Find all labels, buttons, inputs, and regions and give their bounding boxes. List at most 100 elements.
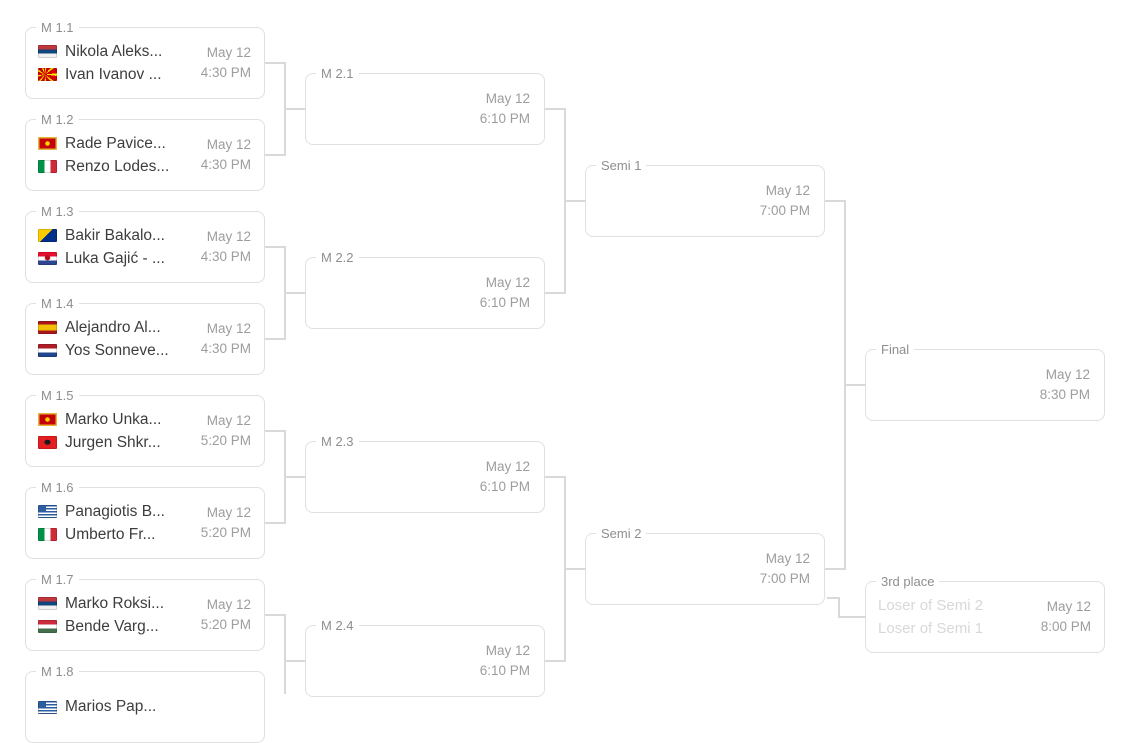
player-row: Jurgen Shkr... [38, 434, 161, 452]
match-card-m2-2[interactable]: M 2.2 May 12 6:10 PM [305, 249, 545, 329]
match-time: 5:20 PM [200, 525, 251, 540]
match-date: May 12 [206, 412, 251, 428]
match-card-m1-7[interactable]: M 1.7 Marko Roksi... Bende Varg... May 1… [25, 571, 265, 651]
match-time: 8:00 PM [1040, 619, 1091, 634]
players-list: Panagiotis B... Umberto Fr... [38, 503, 165, 544]
match-datetime: May 12 6:10 PM [480, 273, 530, 314]
match-time: 5:20 PM [200, 433, 251, 448]
players-list: Marko Unka... Jurgen Shkr... [38, 411, 161, 452]
match-date: May 12 [206, 136, 251, 152]
flag-spain-icon [38, 321, 57, 334]
player-row: Alejandro Al... [38, 319, 169, 337]
player-row: Bakir Bakalo... [38, 227, 165, 245]
placeholder-slot: Loser of Semi 2 [878, 597, 983, 615]
match-datetime: May 12 4:30 PM [201, 319, 251, 360]
match-time: 7:00 PM [759, 571, 810, 586]
match-time: 6:10 PM [479, 111, 530, 126]
player-row: Marios Pap... [38, 698, 156, 716]
match-datetime: May 12 5:20 PM [201, 503, 251, 544]
match-time: 5:20 PM [200, 617, 251, 632]
match-id-label: M 2.2 [316, 249, 359, 266]
players-list: Rade Pavice... Renzo Lodes... [38, 135, 169, 176]
match-date: May 12 [1046, 598, 1091, 614]
players-list: Nikola Aleks... Ivan Ivanov ... [38, 43, 162, 84]
player-row: Umberto Fr... [38, 526, 165, 544]
match-id-label: 3rd place [876, 573, 940, 590]
match-card-3rd-place[interactable]: 3rd place Loser of Semi 2 Loser of Semi … [865, 573, 1105, 653]
player-name: Marko Unka... [65, 410, 162, 428]
match-card-m1-4[interactable]: M 1.4 Alejandro Al... Yos Sonneve... May… [25, 295, 265, 375]
match-time: 4:30 PM [200, 341, 251, 356]
player-name: Alejandro Al... [65, 318, 161, 336]
match-card-m1-5[interactable]: M 1.5 Marko Unka... Jurgen Shkr... May 1… [25, 387, 265, 467]
flag-greece-icon [38, 700, 57, 714]
player-row: Renzo Lodes... [38, 158, 169, 176]
match-card-m1-1[interactable]: M 1.1 Nikola Aleks... Ivan Ivanov ... Ma… [25, 19, 265, 99]
flag-hungary-icon [38, 620, 57, 633]
flag-bosnia-herzegovina-icon [38, 229, 57, 242]
players-list: Marko Roksi... Bende Varg... [38, 595, 164, 636]
flag-netherlands-icon [38, 344, 57, 357]
match-card-m2-4[interactable]: M 2.4 May 12 6:10 PM [305, 617, 545, 697]
player-name: Luka Gajić - ... [65, 249, 165, 267]
player-name: Yos Sonneve... [65, 341, 169, 359]
player-name: Bakir Bakalo... [65, 226, 165, 244]
match-card-final[interactable]: Final May 12 8:30 PM [865, 341, 1105, 421]
players-list: Alejandro Al... Yos Sonneve... [38, 319, 169, 360]
match-datetime: May 12 8:00 PM [1041, 597, 1091, 638]
match-date: May 12 [765, 182, 810, 198]
match-card-m2-1[interactable]: M 2.1 May 12 6:10 PM [305, 65, 545, 145]
match-time: 4:30 PM [200, 249, 251, 264]
player-row: Bende Varg... [38, 618, 164, 636]
player-row: Yos Sonneve... [38, 342, 169, 360]
placeholder-text: Loser of Semi 2 [878, 596, 984, 614]
match-card-m1-3[interactable]: M 1.3 Bakir Bakalo... Luka Gajić - ... M… [25, 203, 265, 283]
player-row: Nikola Aleks... [38, 43, 162, 61]
match-date: May 12 [485, 458, 530, 474]
match-id-label: M 1.8 [36, 663, 79, 680]
flag-italy-icon [38, 160, 57, 173]
player-name: Rade Pavice... [65, 134, 166, 152]
player-name: Bende Varg... [65, 617, 159, 635]
match-card-m1-6[interactable]: M 1.6 Panagiotis B... Umberto Fr... May … [25, 479, 265, 559]
match-time: 6:10 PM [479, 663, 530, 678]
match-date: May 12 [485, 90, 530, 106]
match-date: May 12 [206, 596, 251, 612]
match-datetime: May 12 5:20 PM [201, 411, 251, 452]
match-date: May 12 [485, 642, 530, 658]
match-date: May 12 [485, 274, 530, 290]
bracket-connector-lines [265, 62, 865, 694]
player-row: Ivan Ivanov ... [38, 66, 162, 84]
match-time: 4:30 PM [200, 157, 251, 172]
player-row: Marko Roksi... [38, 595, 164, 613]
match-card-semi-1[interactable]: Semi 1 May 12 7:00 PM [585, 157, 825, 237]
player-name: Nikola Aleks... [65, 42, 163, 60]
player-row: Marko Unka... [38, 411, 161, 429]
match-card-m1-8[interactable]: M 1.8 Marios Pap... [25, 663, 265, 743]
player-name: Jurgen Shkr... [65, 433, 161, 451]
player-name: Ivan Ivanov ... [65, 65, 162, 83]
match-id-label: M 1.6 [36, 479, 79, 496]
player-row: Panagiotis B... [38, 503, 165, 521]
match-id-label: M 1.2 [36, 111, 79, 128]
flag-italy-icon [38, 528, 57, 541]
match-date: May 12 [206, 504, 251, 520]
flag-serbia-icon [38, 597, 57, 610]
match-id-label: M 1.5 [36, 387, 79, 404]
player-name: Marko Roksi... [65, 594, 165, 612]
player-name: Panagiotis B... [65, 502, 165, 520]
match-date: May 12 [206, 44, 251, 60]
match-datetime: May 12 4:30 PM [201, 135, 251, 176]
tournament-bracket-page: { "ui": { "card_border_color": "#e0e0e0"… [25, 19, 1105, 743]
match-card-m2-3[interactable]: M 2.3 May 12 6:10 PM [305, 433, 545, 513]
flag-croatia-icon [38, 252, 57, 265]
match-datetime: May 12 4:30 PM [201, 227, 251, 268]
match-card-m1-2[interactable]: M 1.2 Rade Pavice... Renzo Lodes... May … [25, 111, 265, 191]
match-card-semi-2[interactable]: Semi 2 May 12 7:00 PM [585, 525, 825, 605]
players-list: Bakir Bakalo... Luka Gajić - ... [38, 227, 165, 268]
match-date: May 12 [206, 320, 251, 336]
match-date: May 12 [1045, 366, 1090, 382]
flag-greece-icon [38, 505, 57, 518]
placeholder-text: Loser of Semi 1 [878, 619, 984, 637]
flag-montenegro-icon [38, 137, 57, 150]
